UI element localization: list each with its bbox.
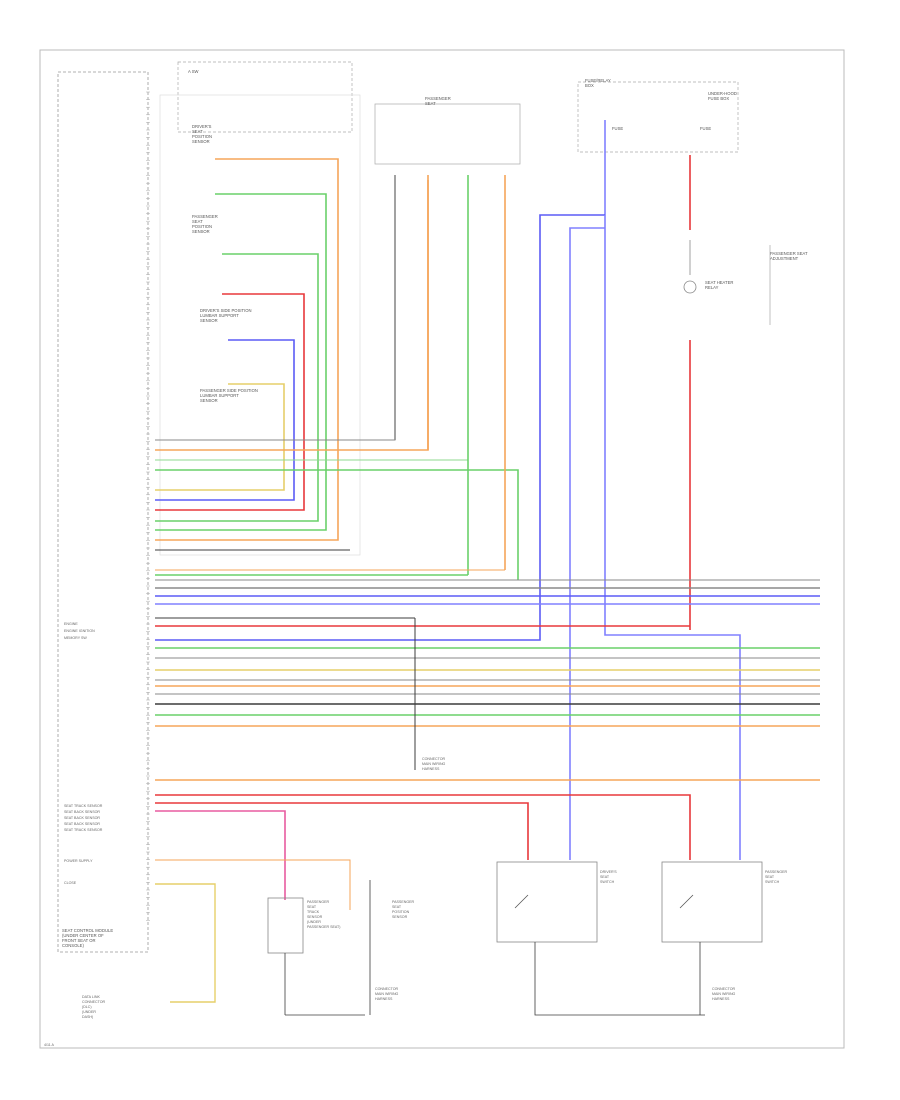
wire-blue-3 xyxy=(569,227,605,860)
wire-red-lower-2 xyxy=(155,802,529,860)
fuse-a-label: FUSE xyxy=(612,126,623,131)
fuse-box xyxy=(577,81,739,153)
passenger-track-sensor-label: PASSENGER SEAT TRACK SENSOR (UNDER PASSE… xyxy=(307,900,340,929)
seat-control-module-box xyxy=(57,71,149,953)
blue-power-wires xyxy=(155,214,741,860)
sensor-label-passenger-side: PASSENGER SIDE POSITION LUMBAR SUPPORT S… xyxy=(200,388,259,403)
ground-right-label: CONNECTOR MAIN WIRING HARNESS xyxy=(712,987,736,1001)
label-seat-track-sensor-1: SEAT TRACK SENSOR xyxy=(64,804,103,808)
passenger-seat-mid-label: PASSENGER SEAT POSITION SENSOR xyxy=(392,900,415,919)
bus-lines xyxy=(155,579,820,781)
wire-orange-lower xyxy=(155,859,351,910)
driver-seat-switch-box xyxy=(177,61,353,133)
wire-blue-1 xyxy=(155,339,295,501)
wire-yellow-lower xyxy=(155,883,216,1003)
label-seat-back-sensor-1: SEAT BACK SENSOR xyxy=(64,810,100,814)
passenger-seat-switch-label: PASSENGER SEAT SWITCH xyxy=(765,870,788,884)
label-power-supply: POWER SUPPLY xyxy=(64,859,93,863)
wire-blue-2 xyxy=(155,214,605,641)
seat-heater-relay-circle xyxy=(683,280,697,294)
fuse-b-label: FUSE xyxy=(700,126,711,131)
sensor-label-driver: DRIVER'S SEAT POSITION SENSOR xyxy=(192,124,213,144)
wire-red-lower-1 xyxy=(155,794,691,860)
label-engine-ignition: ENGINE IGNITION xyxy=(64,629,95,633)
passenger-switch-contact xyxy=(679,894,694,909)
wire-blue-4 xyxy=(604,215,741,860)
sensor-wires xyxy=(155,158,519,580)
label-close: CLOSE xyxy=(64,881,77,885)
driver-switch-contact xyxy=(514,894,529,909)
label-seat-back-sensor-3: SEAT BACK SENSOR xyxy=(64,822,100,826)
passenger-seat-label: PASSENGER SEAT xyxy=(425,96,452,106)
top-switch-label: A SW xyxy=(188,69,199,74)
wire-pink-lower xyxy=(155,810,286,900)
wire-green-4 xyxy=(155,200,469,461)
fuse-box-label: FUSE/RELAY BOX xyxy=(585,78,612,88)
sensor-group-box xyxy=(159,94,361,556)
sensor-label-driver-side: DRIVER'S SIDE POSITION LUMBAR SUPPORT SE… xyxy=(200,308,253,323)
label-seat-back-sensor-2: SEAT BACK SENSOR xyxy=(64,816,100,820)
ground-mid-label: CONNECTOR MAIN WIRING HARNESS xyxy=(422,757,446,771)
wire-orange-1 xyxy=(155,158,339,541)
wire-red-1 xyxy=(155,293,305,511)
diagram-frame xyxy=(39,49,845,1049)
wire-yellow-1 xyxy=(155,383,285,491)
module-side-labels: SEAT TRACK SENSOR SEAT BACK SENSOR SEAT … xyxy=(64,622,103,885)
under-hood-fuse-label: UNDER-HOOD FUSE BOX xyxy=(708,91,738,101)
lower-switch-wires xyxy=(155,794,691,1003)
passenger-track-sensor-box xyxy=(267,897,304,954)
driver-switch-ground xyxy=(534,942,705,1016)
sensor-label-passenger: PASSENGER SEAT POSITION SENSOR xyxy=(192,214,219,234)
wire-green-3 xyxy=(155,469,519,580)
dlc-label: DATA LINK CONNECTOR (DLC) (UNDER DASH) xyxy=(82,995,106,1019)
ground-left-label: CONNECTOR MAIN WIRING HARNESS xyxy=(375,987,399,1001)
page-ref: 4/11 A xyxy=(44,1043,55,1047)
module-pin-numbers xyxy=(146,91,150,921)
wire-green-2 xyxy=(155,253,319,522)
label-engine: ENGINE xyxy=(64,622,78,626)
driver-seat-switch-label: DRIVER'S SEAT SWITCH xyxy=(600,870,618,884)
seat-heater-relay-label: SEAT HEATER RELAY xyxy=(705,280,735,290)
passenger-seat-connectors xyxy=(394,175,506,575)
passenger-seat-switch xyxy=(661,861,763,943)
module-label: SEAT CONTROL MODULE (UNDER CENTER OF FRO… xyxy=(62,928,114,948)
driver-seat-switch xyxy=(496,861,598,943)
passenger-seat-adjustment-label: PASSENGER SEAT ADJUSTMENT xyxy=(770,251,809,261)
passenger-seat-box xyxy=(374,103,521,165)
wire-green-1 xyxy=(155,193,327,531)
wire-gray-1 xyxy=(155,180,396,441)
label-memory-sw: MEMORY SW xyxy=(64,636,87,640)
label-seat-track-sensor-2: SEAT TRACK SENSOR xyxy=(64,828,103,832)
